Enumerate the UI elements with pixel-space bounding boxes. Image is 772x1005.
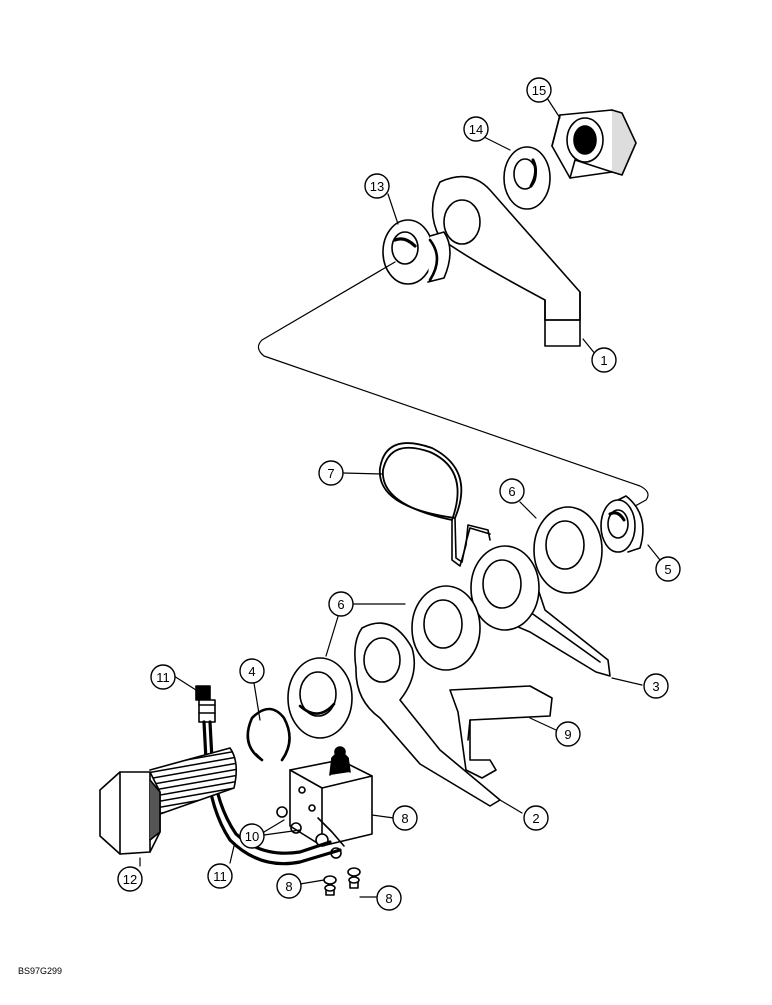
mounting-plate-part-9 xyxy=(449,685,553,779)
callout-2: 2 xyxy=(523,805,549,831)
callout-8-left: 8 xyxy=(276,873,302,899)
callout-15: 15 xyxy=(526,77,552,103)
callout-10-label: 10 xyxy=(245,829,259,844)
switch-block-part-8 xyxy=(289,746,373,847)
callout-8-block-label: 8 xyxy=(401,811,408,826)
callout-5-label: 5 xyxy=(664,562,671,577)
callout-15-label: 15 xyxy=(532,83,546,98)
callout-4-label: 4 xyxy=(248,664,255,679)
callout-7-label: 7 xyxy=(327,466,334,481)
callout-9-label: 9 xyxy=(564,727,571,742)
callout-10: 10 xyxy=(239,823,265,849)
callout-7: 7 xyxy=(318,460,344,486)
snap-ring-part-4 xyxy=(246,707,291,762)
callout-6-lower: 6 xyxy=(328,591,354,617)
hex-nut-part-15 xyxy=(551,109,637,179)
callout-6-upper: 6 xyxy=(499,478,525,504)
callout-11-upper: 11 xyxy=(150,664,176,690)
callout-6-upper-label: 6 xyxy=(508,484,515,499)
callout-14-label: 14 xyxy=(469,122,483,137)
callout-6-lower-label: 6 xyxy=(337,597,344,612)
bushing-part-13 xyxy=(382,219,451,285)
callout-1: 1 xyxy=(591,347,617,373)
bushing-part-5 xyxy=(600,495,644,553)
callout-13-label: 13 xyxy=(370,179,384,194)
callout-8-right-label: 8 xyxy=(385,891,392,906)
callout-13: 13 xyxy=(364,173,390,199)
bracket-plate-part-1 xyxy=(431,175,581,347)
bolt-part-12 xyxy=(99,747,238,855)
callout-11-lower-label: 11 xyxy=(213,869,227,884)
callout-2-label: 2 xyxy=(532,811,539,826)
callout-9: 9 xyxy=(555,721,581,747)
callout-3-label: 3 xyxy=(652,679,659,694)
washer-part-6-lower-b xyxy=(411,585,481,671)
leader-lines xyxy=(139,97,661,898)
callout-14: 14 xyxy=(463,116,489,142)
figure-code: BS97G299 xyxy=(18,966,62,976)
callout-12-label: 12 xyxy=(123,872,137,887)
bracket-part-2 xyxy=(354,622,501,807)
callout-11-upper-label: 11 xyxy=(156,670,170,685)
callout-5: 5 xyxy=(655,556,681,582)
washer-part-6-lower-a xyxy=(470,545,540,631)
washer-part-14 xyxy=(503,146,551,210)
callout-8-block: 8 xyxy=(392,805,418,831)
callout-8-left-label: 8 xyxy=(285,879,292,894)
callout-3: 3 xyxy=(643,673,669,699)
callout-12: 12 xyxy=(117,866,143,892)
callouts: 15 14 13 1 7 6 5 6 xyxy=(117,77,681,911)
washer-part-6-upper xyxy=(533,506,603,594)
callout-11-lower: 11 xyxy=(207,863,233,889)
torsion-spring-part-7 xyxy=(379,442,491,567)
washer-part-6-front xyxy=(287,657,353,739)
callout-8-right: 8 xyxy=(376,885,402,911)
screws-part-8 xyxy=(323,867,361,896)
callout-1-label: 1 xyxy=(600,353,607,368)
callout-4: 4 xyxy=(239,658,265,684)
